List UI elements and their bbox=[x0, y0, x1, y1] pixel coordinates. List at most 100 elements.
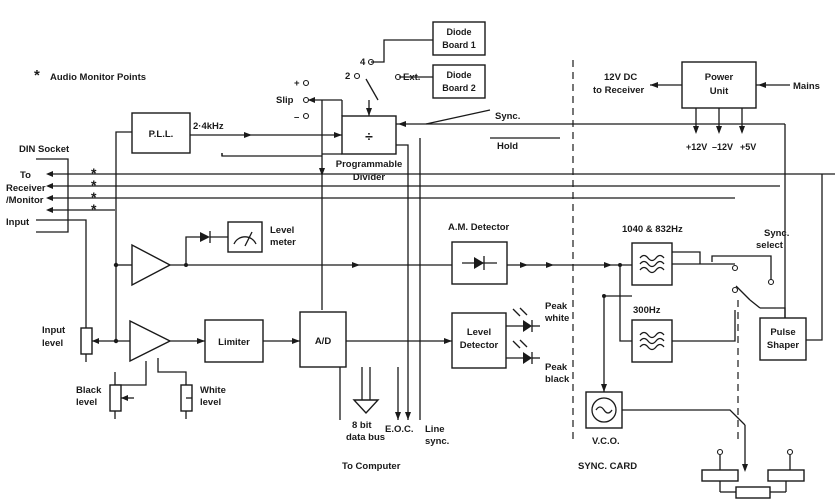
ad-converter-block bbox=[299, 311, 347, 368]
data-bus-label-1: 8 bit bbox=[352, 420, 372, 431]
peak-black-led-icon bbox=[506, 339, 540, 364]
input-label: Input bbox=[6, 217, 30, 228]
sync-select-switch[interactable] bbox=[735, 285, 751, 301]
sw-4-label: 4 bbox=[360, 57, 366, 68]
filter-1040-label: 1040 & 832Hz bbox=[622, 224, 683, 235]
meter-diode-icon bbox=[200, 232, 210, 242]
level-detector-label-1: Level bbox=[467, 327, 491, 338]
divider-to-linesync-line bbox=[396, 144, 409, 420]
filter-1040-block bbox=[631, 242, 673, 286]
vco-pot-left bbox=[701, 469, 739, 482]
meter-feed-line bbox=[185, 236, 200, 265]
white-level-label-1: White bbox=[200, 385, 226, 396]
receiver-output-lines bbox=[46, 171, 835, 213]
level-detector-label-2: Detector bbox=[460, 340, 499, 351]
divider-symbol: ÷ bbox=[365, 128, 373, 144]
white-level-line bbox=[157, 358, 187, 385]
freq-2k4-label: 2·4kHz bbox=[193, 121, 224, 132]
vco-label: V.C.O. bbox=[592, 436, 620, 447]
to-receiver-label-2: Receiver bbox=[6, 183, 46, 194]
divider-label-1: Programmable bbox=[336, 159, 403, 170]
power-unit-label-1: Power bbox=[705, 72, 734, 83]
dc-12v-label-2: to Receiver bbox=[593, 85, 645, 96]
sync-select-label-1: Sync. bbox=[764, 228, 789, 239]
divider-ratio-switch[interactable] bbox=[365, 78, 379, 101]
slip-label: Slip bbox=[276, 95, 294, 106]
eoc-label: E.O.C. bbox=[385, 424, 414, 435]
slip-switch-contact bbox=[302, 96, 310, 104]
limiter-label: Limiter bbox=[218, 337, 250, 348]
level-meter-label-2: meter bbox=[270, 237, 296, 248]
black-level-label-2: level bbox=[76, 397, 97, 408]
pulse-shaper-label-2: Shaper bbox=[767, 340, 800, 351]
white-level-label-2: level bbox=[200, 397, 221, 408]
sync-label: Sync. bbox=[495, 111, 520, 122]
upper-amplifier bbox=[131, 243, 172, 287]
monitor-star-4: * bbox=[91, 201, 97, 217]
peak-white-label-1: Peak bbox=[545, 301, 568, 312]
level-meter-label-1: Level bbox=[270, 225, 294, 236]
pll-label: P.L.L. bbox=[149, 129, 174, 140]
filter-300-label: 300Hz bbox=[633, 305, 661, 316]
pulse-shaper-label-1: Pulse bbox=[770, 327, 795, 338]
power-unit-label-2: Unit bbox=[710, 86, 729, 97]
lower-amplifier bbox=[129, 319, 172, 363]
limiter-block bbox=[204, 319, 264, 363]
peak-white-led-icon bbox=[506, 307, 540, 332]
power-unit-block bbox=[681, 61, 757, 109]
slip-minus: – bbox=[294, 112, 299, 123]
sync-hold-switch[interactable] bbox=[425, 109, 491, 125]
ad-label: A/D bbox=[315, 336, 332, 347]
diode-board-2-label-2: Board 2 bbox=[442, 83, 476, 93]
supply-rail-arrows bbox=[693, 108, 745, 134]
pulse-shaper-block bbox=[759, 317, 807, 361]
rail-plus12-label: +12V bbox=[686, 142, 707, 152]
to-receiver-label-1: To bbox=[20, 170, 31, 181]
hold-label: Hold bbox=[497, 141, 518, 152]
peak-black-label-2: black bbox=[545, 374, 570, 385]
rail-minus12-label: –12V bbox=[712, 142, 733, 152]
vco-range-switch[interactable] bbox=[700, 409, 746, 426]
pulse-shaper-output bbox=[806, 174, 823, 341]
dc-12v-label-1: 12V DC bbox=[604, 72, 637, 83]
divider-feedback-line bbox=[221, 153, 322, 157]
vco-pot-center bbox=[735, 486, 771, 499]
pll-block bbox=[131, 112, 191, 154]
input-line bbox=[36, 219, 87, 328]
data-bus-arrow bbox=[352, 399, 380, 415]
to-receiver-label-3: /Monitor bbox=[6, 195, 44, 206]
slip-plus: + bbox=[294, 78, 300, 89]
divider-label-2: Divider bbox=[353, 172, 386, 183]
peak-black-label-1: Peak bbox=[545, 362, 568, 373]
monitor-star-2: * bbox=[91, 177, 97, 193]
din-socket-label: DIN Socket bbox=[19, 144, 70, 155]
din-socket-bracket bbox=[36, 158, 69, 233]
vco-pot-right bbox=[767, 469, 805, 482]
diode-board-1-label-1: Diode bbox=[446, 27, 471, 37]
input-level-pot bbox=[80, 327, 93, 355]
black-level-line bbox=[116, 361, 147, 386]
level-detector-block bbox=[451, 312, 507, 369]
diode-board-2-block bbox=[432, 64, 486, 99]
diode-board-1-block bbox=[432, 21, 486, 56]
sw4-to-diode1 bbox=[371, 39, 433, 63]
black-level-pot bbox=[109, 384, 122, 412]
filter-300-block bbox=[631, 319, 673, 363]
line-sync-label-1: Line bbox=[425, 424, 445, 435]
monitor-star-3: * bbox=[91, 189, 97, 205]
am-detector-label: A.M. Detector bbox=[448, 222, 510, 233]
filter-300-feed bbox=[619, 265, 632, 342]
sync-card-label: SYNC. CARD bbox=[578, 461, 637, 472]
monitor-star-1: * bbox=[91, 165, 97, 181]
diode-board-2-label-1: Diode bbox=[446, 70, 471, 80]
diode-board-1-label-2: Board 1 bbox=[442, 40, 476, 50]
sw-2-label: 2 bbox=[345, 71, 350, 82]
to-computer-label: To Computer bbox=[342, 461, 401, 472]
level-meter-icon bbox=[227, 221, 263, 253]
audio-monitor-stars: * * * * bbox=[91, 165, 97, 217]
mains-label: Mains bbox=[793, 81, 820, 92]
input-level-label-2: level bbox=[42, 338, 63, 349]
data-bus-lines bbox=[361, 367, 371, 400]
legend-text: Audio Monitor Points bbox=[50, 72, 146, 83]
